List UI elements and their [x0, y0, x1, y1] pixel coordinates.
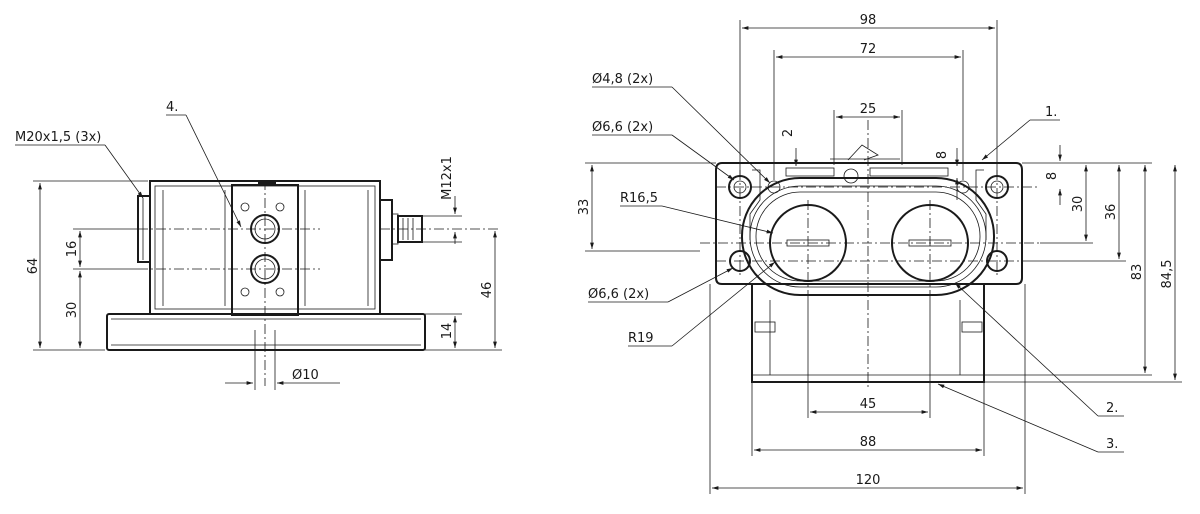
label-hole-6-6-bottom: Ø6,6 (2x): [588, 287, 649, 302]
label-hole-4-8: Ø4,8 (2x): [592, 72, 653, 87]
left-actuators: [240, 202, 285, 297]
dim-45: 45: [860, 397, 877, 412]
right-view: 98 72 25 2 8 8 33 30 36: [577, 13, 1182, 494]
dim-16: 16: [65, 241, 80, 258]
left-view: 64 16 30 46 14 M12x1 Ø10 M20x1,5 (3x): [15, 100, 502, 390]
dim-64: 64: [26, 258, 41, 275]
dim-36: 36: [1104, 204, 1119, 221]
dim-8-right: 8: [1045, 172, 1060, 180]
dim-30-right: 30: [1071, 196, 1086, 213]
dim-72: 72: [860, 42, 877, 57]
label-item-2: 2.: [1106, 401, 1118, 416]
dim-33: 33: [577, 199, 592, 216]
label-m20-thread: M20x1,5 (3x): [15, 130, 101, 145]
dim-84-5: 84,5: [1160, 260, 1175, 289]
dim-25: 25: [860, 102, 877, 117]
label-item-1: 1.: [1045, 105, 1057, 120]
dim-98: 98: [860, 13, 877, 28]
dim-8-top: 8: [935, 151, 950, 159]
left-m12-connector: [379, 199, 423, 261]
label-item-3: 3.: [1106, 437, 1118, 452]
label-m12x1: M12x1: [440, 156, 455, 200]
label-r19: R19: [628, 331, 654, 346]
dim-88: 88: [860, 435, 877, 450]
label-hole-6-6-top: Ø6,6 (2x): [592, 120, 653, 135]
dim-30: 30: [65, 302, 80, 319]
left-base-plate: [106, 313, 426, 351]
label-r16-5: R16,5: [620, 191, 658, 206]
dim-dia10: Ø10: [292, 368, 319, 383]
dim-83: 83: [1130, 264, 1145, 281]
dim-46: 46: [480, 282, 495, 299]
dim-120: 120: [856, 473, 881, 488]
dim-14: 14: [440, 323, 455, 340]
right-latches: [749, 144, 987, 240]
label-item-4: 4.: [166, 100, 178, 115]
dim-2: 2: [781, 129, 796, 137]
